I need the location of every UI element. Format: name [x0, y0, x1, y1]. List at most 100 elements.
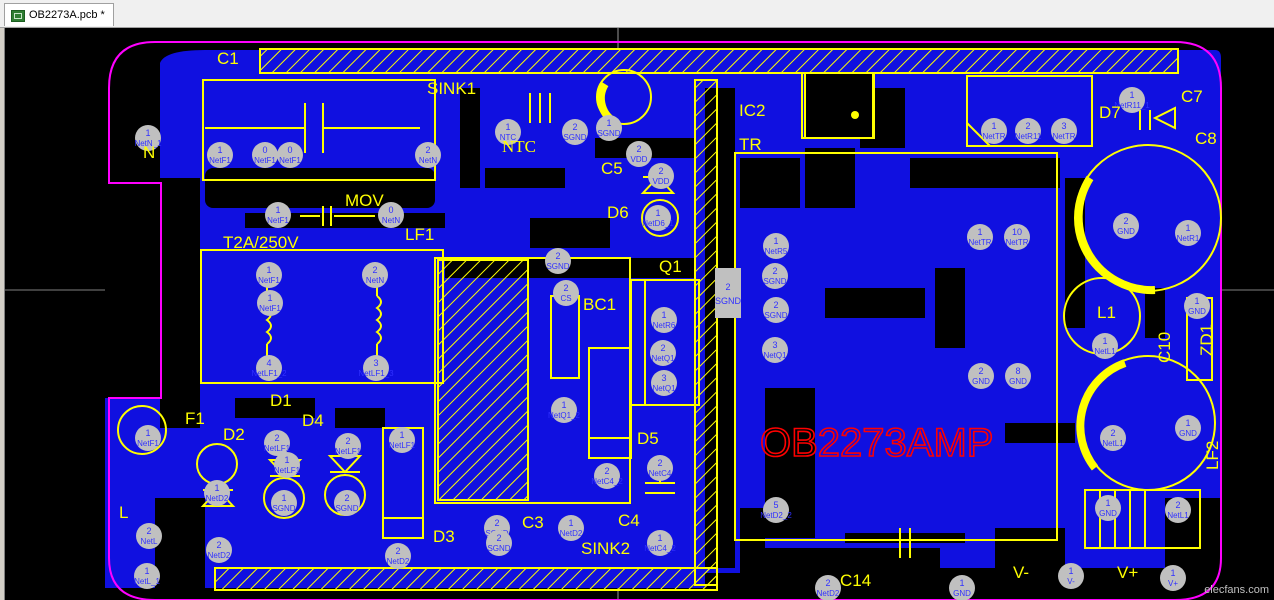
watermark: elecfans.com — [1204, 584, 1269, 596]
svg-text:1: 1 — [1185, 418, 1190, 428]
document-tab-bar: OB2273A.pcb * — [0, 0, 1274, 28]
svg-text:NetC4_2: NetC4_2 — [591, 477, 623, 486]
label-c7: C7 — [1181, 87, 1203, 106]
svg-text:2: 2 — [572, 122, 577, 132]
pad-v-[interactable]: 1V+ — [1160, 565, 1186, 591]
svg-text:3: 3 — [772, 340, 777, 350]
svg-text:GND: GND — [972, 377, 990, 386]
svg-text:1: 1 — [284, 455, 289, 465]
svg-text:1: 1 — [1185, 223, 1190, 233]
label-lf1: LF1 — [405, 225, 434, 244]
svg-text:3: 3 — [373, 358, 378, 368]
svg-text:GND: GND — [1099, 509, 1117, 518]
svg-text:1: 1 — [959, 578, 964, 588]
svg-text:2: 2 — [636, 144, 641, 154]
svg-text:1: 1 — [217, 145, 222, 155]
svg-text:0: 0 — [262, 145, 267, 155]
pad-cs[interactable]: 2CS — [553, 280, 579, 306]
pad-v-[interactable]: 1V- — [1058, 563, 1084, 589]
sgnd-pad[interactable]: 2 SGND — [715, 268, 742, 318]
svg-text:1: 1 — [145, 128, 150, 138]
svg-text:1: 1 — [606, 118, 611, 128]
svg-text:NetF1: NetF1 — [258, 276, 280, 285]
svg-text:NetD2: NetD2 — [817, 589, 840, 598]
label-vminus: V- — [1013, 563, 1029, 582]
silk-labels: C1 SINK1 NTC IC2 TR D7 C7 C8 N MOV T2A/2… — [119, 49, 1222, 590]
svg-text:2: 2 — [660, 343, 665, 353]
pcb-board[interactable]: 1NetN_11NetF10NetF10NetF12NetN1NetF10Net… — [5, 28, 1274, 600]
svg-text:1: 1 — [1194, 296, 1199, 306]
document-tab[interactable]: OB2273A.pcb * — [4, 3, 114, 26]
svg-text:2: 2 — [496, 533, 501, 543]
svg-text:2: 2 — [395, 546, 400, 556]
svg-text:NetC4: NetC4 — [649, 469, 672, 478]
svg-text:2: 2 — [773, 300, 778, 310]
svg-text:1: 1 — [1102, 336, 1107, 346]
